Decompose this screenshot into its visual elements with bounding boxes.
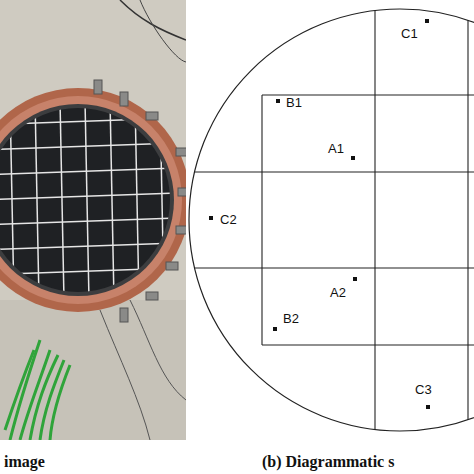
point-label: C2 [220, 213, 237, 226]
point-label: B2 [283, 312, 299, 325]
point-label: C3 [415, 383, 432, 396]
subfigure-caption: (b) Diagrammatic s [262, 454, 394, 470]
point-label: A1 [328, 142, 344, 155]
grid-lines [150, 0, 474, 474]
photo [0, 0, 186, 440]
measure-points [209, 19, 430, 409]
subfigure-caption: image [4, 454, 45, 470]
point-label: A2 [330, 286, 346, 299]
outline-circle [189, 9, 474, 431]
point-label: B1 [286, 96, 302, 109]
point-label: C1 [401, 27, 418, 40]
